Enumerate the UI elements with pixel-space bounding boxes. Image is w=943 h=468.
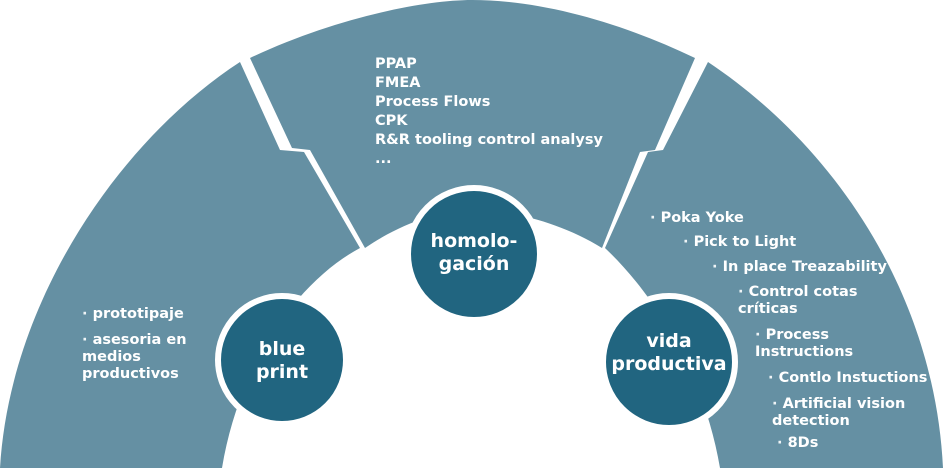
right-item-3: · In place Treazability [712,259,887,276]
right-item-2: · Pick to Light [683,234,796,251]
bullet-dot-icon: · [768,370,779,386]
label-vida: vida productiva [604,330,734,376]
right-item-3-text: In place Treazability [722,259,887,275]
label-blueprint-line2: print [255,361,309,383]
top-item-1: PPAP [375,56,417,72]
right-item-1: · Poka Yoke [650,210,744,227]
top-item-6: ... [375,151,392,167]
right-item-4-text: Control cotas críticas [738,284,858,317]
top-item-3: Process Flows [375,94,491,110]
right-item-8: · 8Ds [777,435,818,452]
label-vida-line2: productiva [611,353,727,375]
label-homologacion-line1: homolo- [430,230,518,252]
bullet-dot-icon: · [755,327,766,343]
right-item-5-text: Process Instructions [755,327,854,360]
circle-homologacion [405,185,543,323]
right-item-7-text: Artificial vision detection [772,396,906,429]
circle-blueprint [215,293,349,427]
bullet-dot-icon: · [777,435,788,451]
right-item-4: · Control cotas críticas [738,284,868,318]
circle-vida [600,293,738,431]
label-blueprint: blue print [232,338,332,384]
label-homologacion-line2: gación [438,253,510,275]
left-item-1-text: prototipaje [92,306,184,322]
bullet-dot-icon: · [772,396,783,412]
top-item-5: R&R tooling control analysy [375,132,603,148]
left-item-2-text: asesoria en medios productivos [82,332,187,382]
label-vida-line1: vida [646,330,692,352]
top-item-4: CPK [375,113,408,129]
segment-left [0,62,360,468]
left-item-1: · prototipaje [82,306,184,323]
right-item-8-text: 8Ds [787,435,819,451]
right-item-2-text: Pick to Light [693,234,797,250]
right-item-7: · Artificial vision detection [772,396,912,430]
label-blueprint-line1: blue [258,338,306,360]
label-homologacion: homolo- gación [409,230,539,276]
right-item-1-text: Poka Yoke [660,210,744,226]
bullet-dot-icon: · [82,306,93,322]
bullet-dot-icon: · [738,284,749,300]
bullet-dot-icon: · [650,210,661,226]
left-item-2: · asesoria en medios productivos [82,332,192,383]
right-item-5: · Process Instructions [755,327,875,361]
top-item-2: FMEA [375,75,421,91]
bullet-dot-icon: · [683,234,694,250]
right-item-6: · Contlo Instuctions [768,370,927,387]
right-item-6-text: Contlo Instuctions [778,370,928,386]
segment-top [250,0,695,248]
bullet-dot-icon: · [712,259,723,275]
bullet-dot-icon: · [82,332,93,348]
